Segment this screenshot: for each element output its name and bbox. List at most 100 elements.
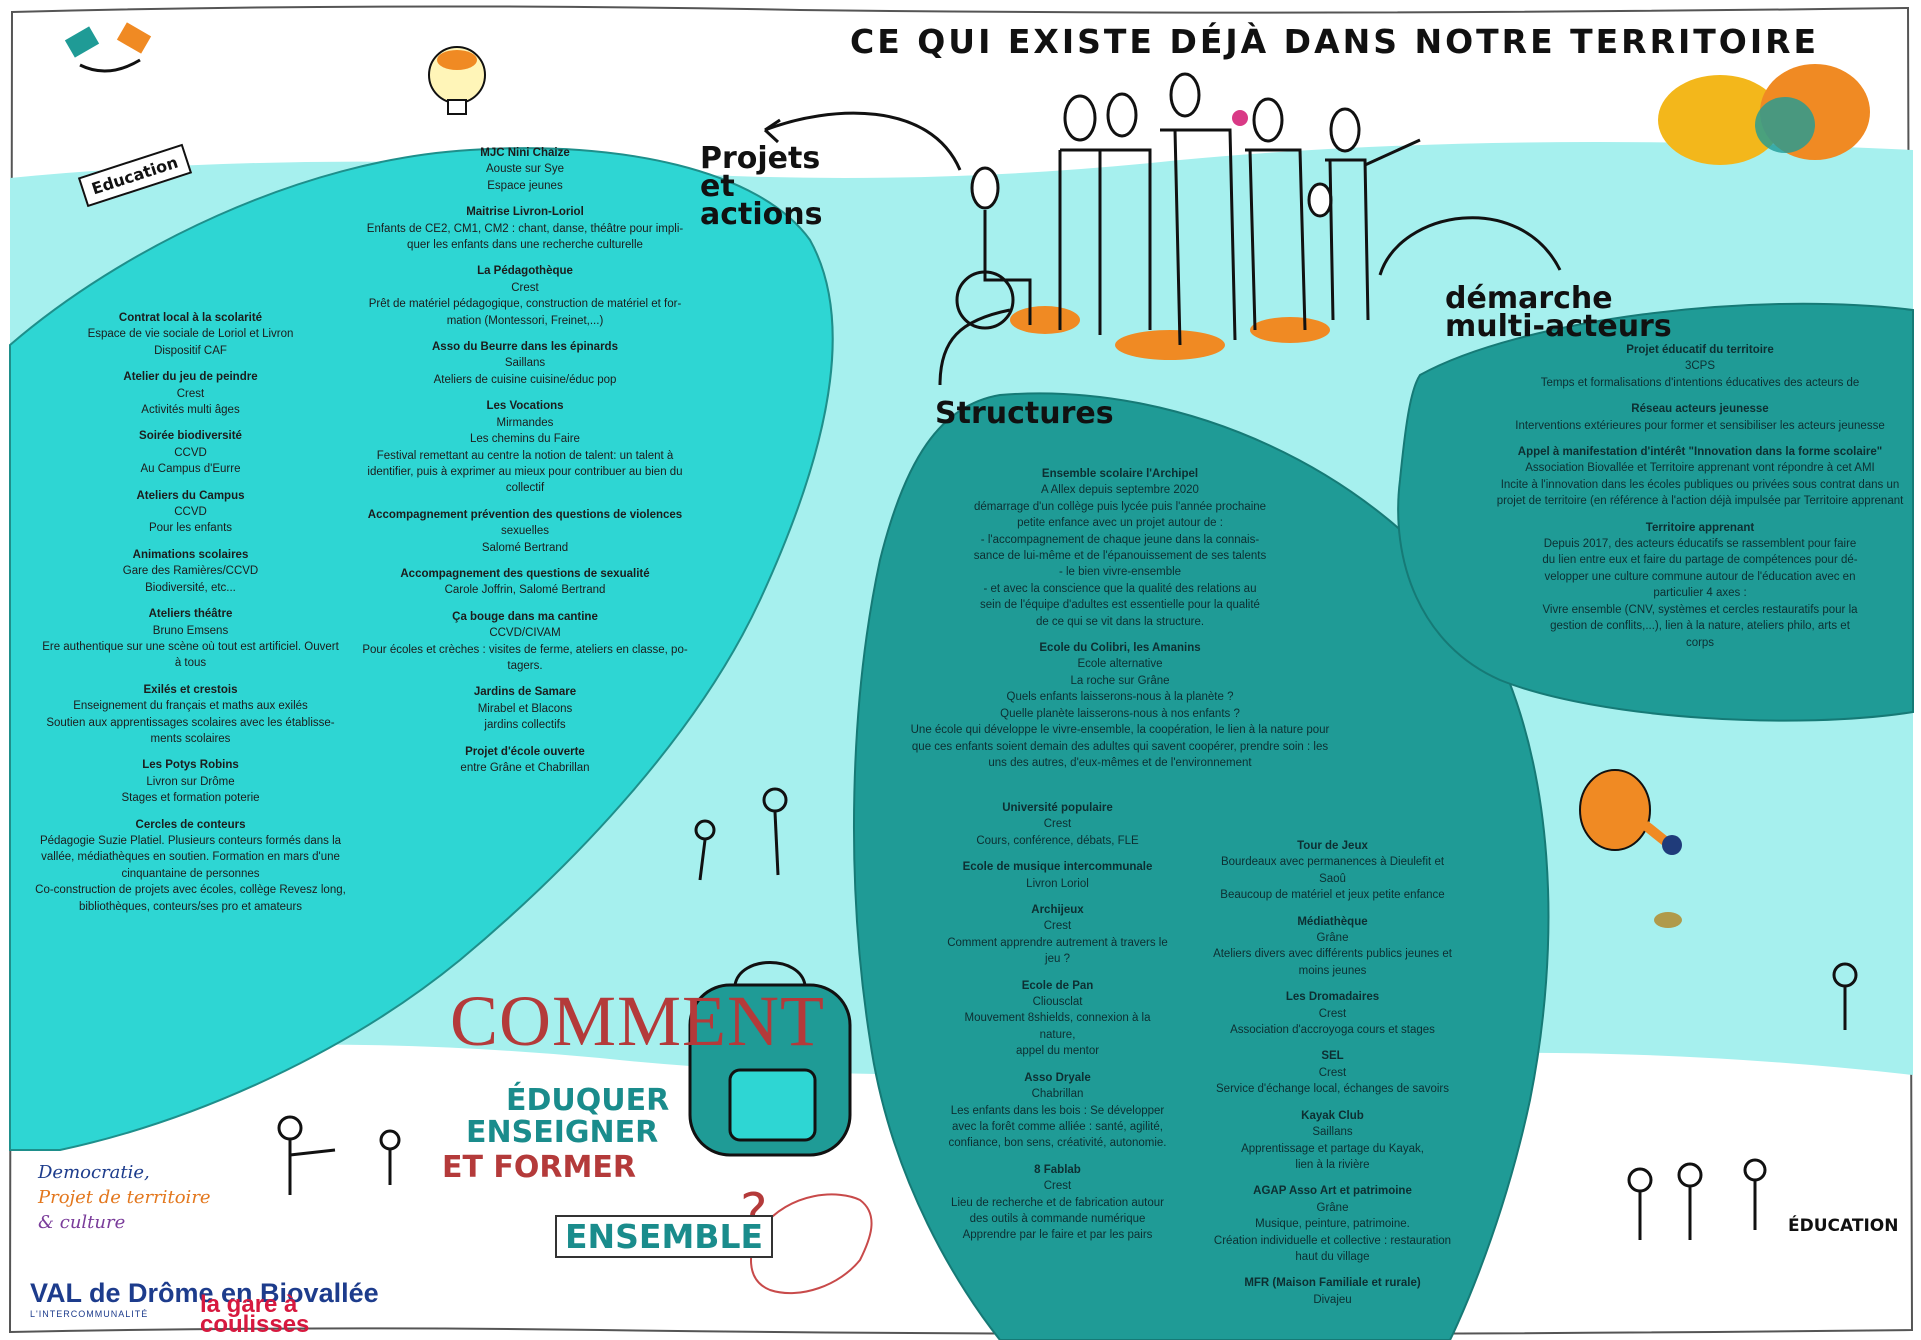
multi-actors-label: démarche multi-acteurs <box>1445 281 1672 344</box>
entry-title: Territoire apprenant <box>1645 521 1755 534</box>
democratie-logo: Democratie, Projet de territoire & cultu… <box>38 1160 211 1235</box>
entry-title: Les Vocations <box>486 400 564 413</box>
structures-top-column: Ensemble scolaire l'Archipel A Allex depu… <box>900 466 1340 781</box>
entry-line: Ateliers divers avec différents publics … <box>1213 948 1452 961</box>
list-item: Ensemble scolaire l'Archipel A Allex depu… <box>900 466 1340 630</box>
entry-title: Maitrise Livron-Loriol <box>466 206 584 219</box>
entry-line: Festival remettant au centre la notion d… <box>376 449 674 462</box>
entry-line: Cliousclat <box>1032 996 1083 1009</box>
val-de-drome-text: VAL de Drôme en Biovallée <box>30 1278 379 1308</box>
entry-line: Saillans <box>504 357 546 370</box>
entry-line: démarrage d'un collège puis lycée puis l… <box>973 500 1267 513</box>
entry-line: Lieu de recherche et de fabrication auto… <box>951 1196 1164 1209</box>
entry-line: Livron sur Drôme <box>146 775 235 788</box>
entry-line: - et avec la conscience que la qualité d… <box>983 582 1257 595</box>
entry-line: velopper une culture commune autour de l… <box>1544 570 1856 583</box>
list-item: Accompagnement prévention des questions … <box>355 507 695 556</box>
culture-text: & culture <box>38 1212 126 1233</box>
entry-line: corps <box>1685 636 1715 649</box>
entry-line: Crest <box>511 281 539 294</box>
entry-line: bibliothèques, conteurs/ses pro et amate… <box>78 900 303 913</box>
entry-title: Ensemble scolaire l'Archipel <box>1041 468 1199 480</box>
entry-line: uns des autres, d'eux-mêmes et de l'envi… <box>988 756 1252 769</box>
entry-line: Soutien aux apprentissages scolaires ave… <box>46 716 335 729</box>
entry-line: Saillans <box>1312 1126 1353 1139</box>
entry-line: - l'accompagnement de chaque jeune dans … <box>980 533 1260 546</box>
entry-line: à tous <box>174 657 207 670</box>
entry-title: Jardins de Samare <box>473 686 577 699</box>
entry-line: Aouste sur Sye <box>486 163 564 176</box>
entry-line: petite enfance avec un projet autour de … <box>1017 517 1223 530</box>
entry-title: MFR (Maison Familiale et rurale) <box>1244 1277 1421 1290</box>
entry-title: Appel à manifestation d'intérêt "Innovat… <box>1517 446 1883 459</box>
page-title: CE QUI EXISTE DÉJÀ DANS NOTRE TERRITOIRE <box>850 22 1820 61</box>
entry-line: Interventions extérieures pour former et… <box>1515 419 1885 432</box>
entry-line: Ecole alternative <box>1077 658 1163 671</box>
entry-line: Mouvement 8shields, connexion à la natur… <box>964 1012 1151 1041</box>
entry-title: SEL <box>1321 1050 1344 1063</box>
entry-line: Enseignement du français et maths aux ex… <box>73 700 308 713</box>
entry-line: CCVD/CIVAM <box>489 627 561 640</box>
entry-title: Ateliers théâtre <box>148 608 233 621</box>
entry-line: haut du village <box>1295 1250 1370 1263</box>
speech-bubble-yellow <box>1658 75 1782 165</box>
entry-title: MJC Nini Chaize <box>480 147 570 159</box>
ensemble-banner: ENSEMBLE <box>555 1215 774 1258</box>
entry-line: du lien entre eux et faire du partage de… <box>1542 554 1858 567</box>
entry-title: Ça bouge dans ma cantine <box>452 610 598 623</box>
entry-title: Asso Dryale <box>1024 1071 1091 1084</box>
entry-line: confiance, bon sens, créativité, autonom… <box>948 1137 1167 1150</box>
entry-line: cinquantaine de personnes <box>121 867 260 880</box>
entry-line: sance de lui-même et de l'épanouissement… <box>973 550 1267 563</box>
entry-line: Comment apprendre autrement à travers le <box>947 936 1168 949</box>
entry-title: Atelier du jeu de peindre <box>123 371 258 384</box>
entry-line: Co-construction de projets avec écoles, … <box>35 884 346 897</box>
former-heading: ET FORMER <box>442 1150 636 1185</box>
flower-decoration <box>1232 110 1248 126</box>
entry-line: Beaucoup de matériel et jeux petite enfa… <box>1220 889 1445 902</box>
entry-line: Bourdeaux avec permanences à Dieulefit e… <box>1220 856 1445 885</box>
entry-line: Activités multi âges <box>141 404 240 417</box>
entry-line: Quels enfants laisserons-nous à la planè… <box>1006 691 1234 704</box>
arrow-to-projects <box>764 111 962 171</box>
entry-line: de ce qui se vit dans la structure. <box>1035 615 1205 628</box>
entry-line: sexuelles <box>501 525 549 538</box>
entry-line: gestion de conflits,...), lien à la natu… <box>1550 620 1850 633</box>
entry-line: Grâne <box>1316 932 1349 945</box>
entry-line: lien à la rivière <box>1295 1158 1370 1171</box>
entry-line: Vivre ensemble (CNV, systèmes et cercles… <box>1542 603 1858 616</box>
entry-line: des outils à commande numérique <box>969 1212 1146 1225</box>
entry-line: Stages et formation poterie <box>121 792 260 805</box>
entry-line: Incite à l'innovation dans les écoles pu… <box>1500 478 1900 491</box>
entry-line: A Allex depuis septembre 2020 <box>1041 484 1199 497</box>
entry-title: Archijeux <box>1031 904 1084 917</box>
entry-line: quer les enfants dans une recherche cult… <box>407 239 643 252</box>
entry-line: Bruno Emsens <box>152 624 229 637</box>
entry-line: Association d'accroyoga cours et stages <box>1230 1024 1435 1037</box>
entry-line: Les enfants dans les bois : Se développe… <box>950 1104 1165 1117</box>
entry-line: jardins collectifs <box>484 719 566 732</box>
entry-line: Grâne <box>1316 1201 1349 1214</box>
entry-line: Pour écoles et crèches : visites de ferm… <box>362 643 688 656</box>
la-gare-logo: la gare à coulisses <box>200 1291 310 1338</box>
backpack-illustration <box>688 961 852 1157</box>
entry-line: sein de l'équipe d'adultes est essentiel… <box>980 599 1260 612</box>
entry-line: Pédagogie Suzie Platiel. Plusieurs conte… <box>39 834 342 847</box>
